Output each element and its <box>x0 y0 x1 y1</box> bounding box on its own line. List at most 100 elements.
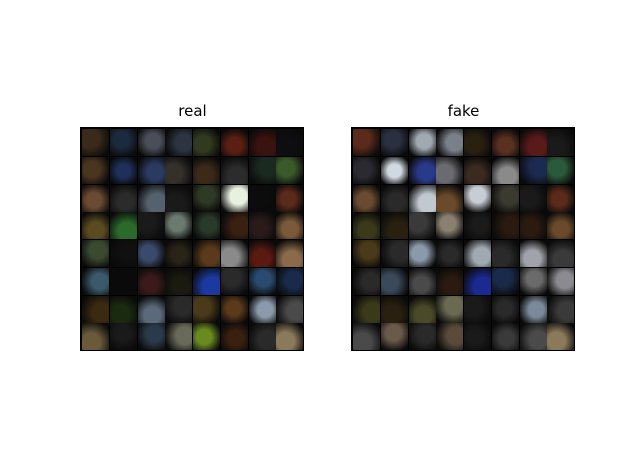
fake-tile <box>408 184 436 212</box>
fake-tile <box>547 184 575 212</box>
real-tile <box>109 295 137 323</box>
real-title: real <box>178 102 207 120</box>
fake-tile <box>464 240 491 267</box>
fake-tile <box>491 184 519 212</box>
fake-tile <box>436 267 464 295</box>
real-tile <box>248 184 276 212</box>
real-tile <box>82 184 109 212</box>
fake-tile <box>464 323 491 351</box>
fake-tile <box>353 184 380 212</box>
fake-tile <box>491 323 519 351</box>
fake-tile <box>408 212 436 240</box>
real-tile <box>109 184 137 212</box>
fake-tile <box>380 295 408 323</box>
real-tile <box>165 240 193 267</box>
real-tile <box>220 295 248 323</box>
real-tile <box>193 323 220 351</box>
fake-tile <box>464 267 491 295</box>
real-tile <box>82 323 109 351</box>
real-tile <box>220 323 248 351</box>
real-tile <box>165 156 193 184</box>
fake-tile <box>353 212 380 240</box>
real-tile <box>248 212 276 240</box>
fake-tile <box>408 156 436 184</box>
real-tiles <box>82 129 304 351</box>
fake-tile <box>519 129 547 156</box>
fake-tile <box>380 184 408 212</box>
real-tile <box>82 129 109 156</box>
real-tile <box>137 295 165 323</box>
fake-tile <box>353 267 380 295</box>
real-tile <box>109 129 137 156</box>
real-tile <box>220 212 248 240</box>
fake-panel: fake <box>351 102 576 352</box>
real-tile <box>137 212 165 240</box>
fake-tile <box>353 295 380 323</box>
fake-tile <box>436 156 464 184</box>
real-image-grid <box>80 127 304 351</box>
real-tile <box>276 212 304 240</box>
real-tile <box>193 184 220 212</box>
real-tile <box>165 323 193 351</box>
fake-tile <box>519 267 547 295</box>
fake-tile <box>408 240 436 267</box>
real-tile <box>82 267 109 295</box>
fake-tile <box>547 295 575 323</box>
real-tile <box>220 156 248 184</box>
fake-tile <box>464 212 491 240</box>
real-tile <box>248 323 276 351</box>
real-tile <box>220 267 248 295</box>
fake-tile <box>491 129 519 156</box>
fake-tile <box>380 129 408 156</box>
real-tile <box>248 156 276 184</box>
fake-tile <box>380 240 408 267</box>
real-tile <box>82 240 109 267</box>
real-tile <box>165 212 193 240</box>
real-tile <box>276 156 304 184</box>
real-tile <box>109 323 137 351</box>
real-tile <box>276 184 304 212</box>
fake-tile <box>436 323 464 351</box>
real-tile <box>220 184 248 212</box>
fake-tile <box>353 129 380 156</box>
real-tile <box>165 295 193 323</box>
real-tile <box>137 240 165 267</box>
fake-tile <box>436 129 464 156</box>
real-tile <box>137 156 165 184</box>
fake-tile <box>547 156 575 184</box>
real-tile <box>137 267 165 295</box>
fake-tile <box>408 295 436 323</box>
fake-tile <box>353 240 380 267</box>
real-tile <box>276 267 304 295</box>
fake-tile <box>436 212 464 240</box>
real-tile <box>193 156 220 184</box>
fake-tile <box>491 295 519 323</box>
fake-tile <box>491 212 519 240</box>
fake-tile <box>464 184 491 212</box>
fake-tiles <box>353 129 575 351</box>
real-tile <box>276 323 304 351</box>
real-tile <box>193 129 220 156</box>
fake-tile <box>519 156 547 184</box>
real-tile <box>109 240 137 267</box>
real-tile <box>165 129 193 156</box>
fake-tile <box>491 267 519 295</box>
fake-tile <box>436 184 464 212</box>
fake-tile <box>519 240 547 267</box>
fake-tile <box>519 323 547 351</box>
real-tile <box>109 267 137 295</box>
real-panel: real <box>80 102 305 352</box>
fake-tile <box>464 129 491 156</box>
fake-tile <box>464 156 491 184</box>
fake-tile <box>519 184 547 212</box>
fake-tile <box>353 323 380 351</box>
fake-image-grid <box>351 127 575 351</box>
real-tile <box>220 240 248 267</box>
real-tile <box>82 156 109 184</box>
fake-tile <box>547 129 575 156</box>
fake-tile <box>380 156 408 184</box>
fake-tile <box>547 212 575 240</box>
real-tile <box>137 129 165 156</box>
real-tile <box>193 267 220 295</box>
real-tile <box>109 156 137 184</box>
